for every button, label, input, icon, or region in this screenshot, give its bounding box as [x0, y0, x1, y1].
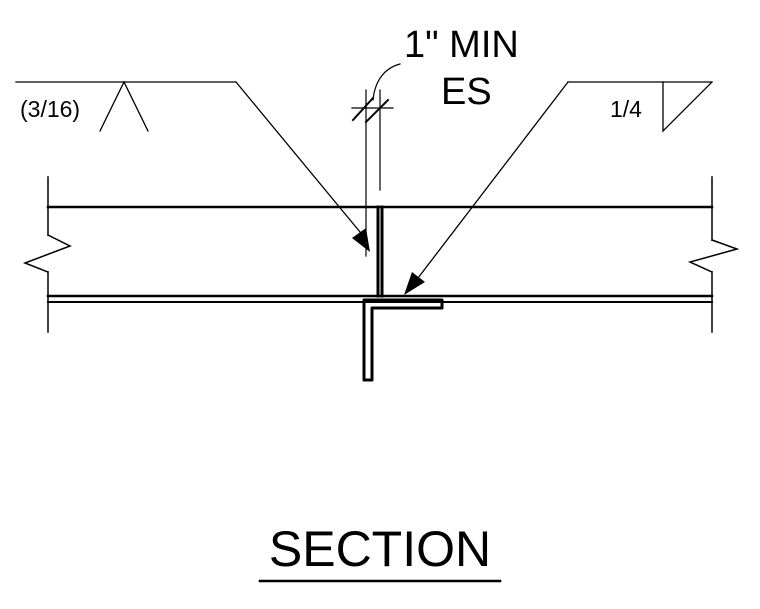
fillet-weld-symbol-left	[99, 80, 149, 132]
dimension-lines	[351, 63, 401, 257]
weld-leader-right	[417, 81, 569, 279]
fillet-weld-symbol-right	[662, 81, 713, 133]
weld-arrowhead-right	[404, 272, 425, 295]
dimension-tick-left	[351, 96, 375, 122]
break-line-left	[22, 176, 72, 333]
dimension-tick-right	[364, 98, 390, 124]
weld-size-right-label: 1/4	[610, 96, 642, 122]
dimension-es-label: ES	[441, 71, 492, 113]
weld-size-left-label: (3/16)	[20, 96, 80, 122]
weld-leader-left	[235, 81, 361, 233]
weld-symbol-right	[404, 81, 713, 295]
dimension-min-label: 1" MIN	[404, 24, 519, 66]
dimension-leader	[372, 63, 401, 101]
weld-symbol-left	[15, 80, 370, 252]
steel-angle	[362, 298, 444, 382]
deck-section	[46, 205, 714, 303]
section-title: SECTION	[269, 521, 491, 577]
weld-arrowhead-left	[352, 228, 370, 252]
break-line-right	[687, 176, 740, 333]
vertical-plate	[376, 205, 384, 298]
